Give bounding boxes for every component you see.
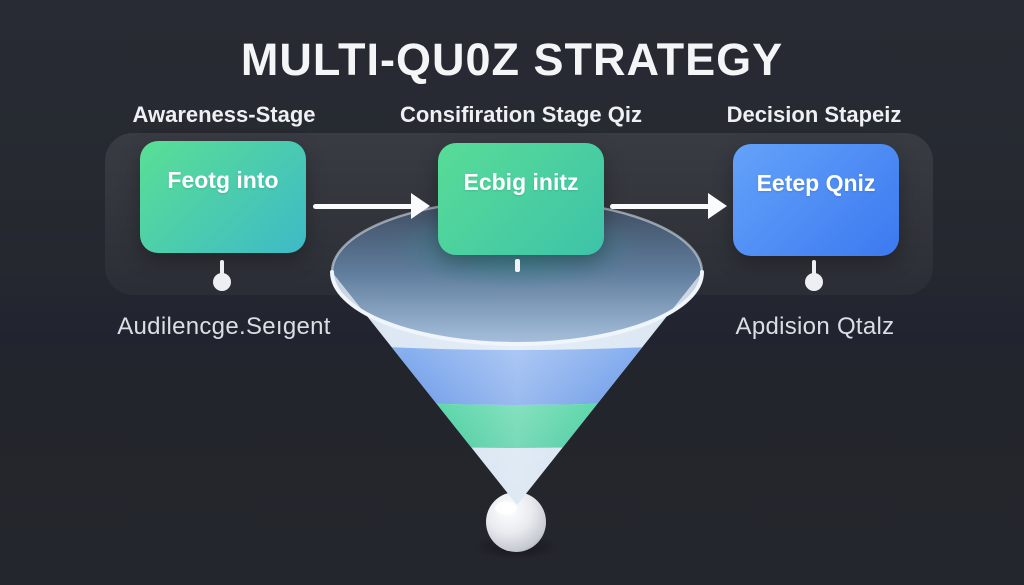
stage-header-awareness: Awareness-Stage [132, 102, 316, 127]
stage-box-decision: Eetep Qniz [733, 144, 899, 256]
stage-box-awareness: Feotg into [140, 141, 306, 253]
arrow-right-icon [313, 193, 430, 219]
arrow-right-icon [610, 193, 727, 219]
stage-header-consideration: Consifiration Stage Qiz [399, 102, 643, 127]
stage-box-label: Ecbig initz [463, 169, 579, 195]
page-title: MULTI-QU0Z STRATEGY [240, 34, 784, 85]
funnel-graphic [330, 198, 704, 559]
pin-icon [804, 260, 824, 294]
connector-tick [515, 259, 520, 272]
stage-header-decision: Decision Stapeiz [726, 102, 902, 127]
pin-icon [212, 260, 232, 294]
funnel-rim-highlight [330, 270, 704, 346]
footer-label-decision: Apdision Qtalz [735, 313, 895, 340]
stage-box-label: Eetep Qniz [756, 170, 876, 196]
stage-box-label: Feotg into [167, 167, 279, 193]
footer-label-audience: Audilencge.Seıgent [117, 313, 331, 340]
stage-box-consideration: Ecbig initz [438, 143, 604, 255]
sphere-icon [472, 492, 560, 559]
